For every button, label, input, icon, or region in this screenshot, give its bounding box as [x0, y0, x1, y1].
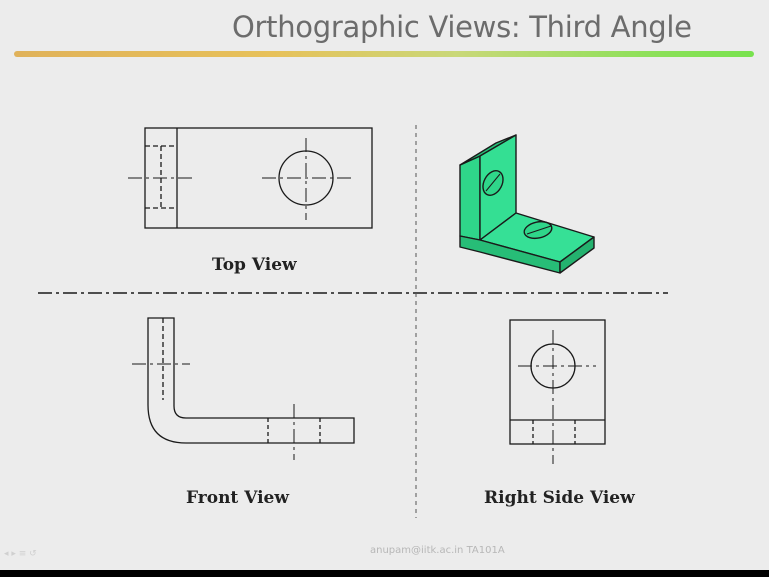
top-view-drawing — [128, 127, 373, 229]
front-view-drawing — [132, 317, 355, 460]
right-side-view-label: Right Side View — [484, 488, 635, 508]
isometric-view — [459, 134, 595, 274]
bottom-bar — [0, 570, 769, 577]
top-view-outline — [144, 127, 373, 229]
top-view-label: Top View — [212, 255, 297, 275]
slide-nav-controls[interactable]: ◂ ▸ ≡ ↺ — [4, 549, 37, 559]
iso-base-end — [559, 236, 595, 274]
side-view-outline — [509, 319, 606, 445]
slide-title: Orthographic Views: Third Angle — [232, 10, 692, 44]
slide-footer: anupam@iitk.ac.in TA101A — [370, 545, 505, 556]
front-view-outline — [147, 317, 355, 444]
iso-vertical-face — [459, 155, 481, 241]
right-side-view-drawing — [509, 319, 606, 464]
front-view-label: Front View — [186, 488, 289, 508]
title-underline — [14, 51, 754, 57]
